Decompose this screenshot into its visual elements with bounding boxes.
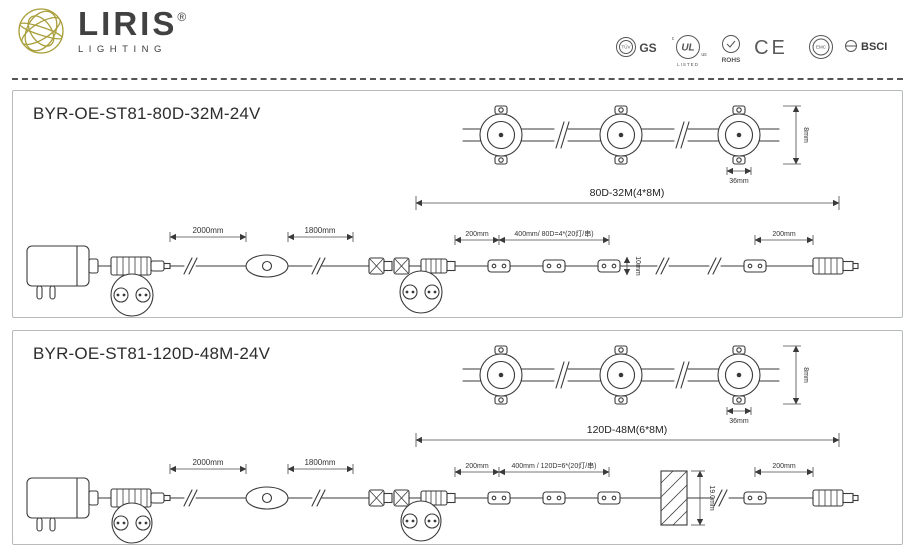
quick-connector-pair	[368, 257, 456, 275]
dim-200-right-label: 200mm	[772, 231, 796, 238]
strip-module	[542, 259, 566, 273]
connector-detail-b	[399, 270, 443, 314]
round-led-module	[599, 105, 643, 165]
connector-detail-a	[110, 273, 154, 317]
span-label: 120D-48M(6*8M)	[587, 424, 668, 436]
brand-tagline: LIGHTING	[78, 43, 167, 55]
dim-1800-label: 1800mm	[304, 226, 335, 235]
certification-badges: TÜV GS UL c us LISTED ROHS CE	[613, 28, 905, 79]
dim-200-right-label: 200mm	[772, 463, 796, 470]
dc-connector	[110, 488, 171, 508]
dim-2000-label: 2000mm	[192, 226, 223, 235]
strip-height-label: 10mm	[634, 256, 641, 276]
module-width-label: 36mm	[729, 178, 749, 185]
strip-module	[487, 259, 511, 273]
header-divider	[12, 78, 903, 80]
cable-1800: 1800mm	[287, 226, 370, 275]
gs-label: GS	[639, 41, 656, 55]
dim-200-left: 200mm	[454, 463, 500, 477]
strip-module	[487, 491, 511, 505]
ul-us-mark: us	[701, 52, 707, 58]
span-label: 80D-32M(4*8M)	[590, 187, 665, 199]
module-height-label: 8mm	[802, 367, 809, 383]
ul-label: UL	[681, 43, 694, 54]
dim-1800-label: 1800mm	[304, 458, 335, 467]
dim-200-right: 200mm	[754, 463, 814, 477]
logo-text: LIRIS® LIGHTING	[78, 5, 187, 55]
module-width-dimension: 36mm	[726, 167, 752, 185]
power-plug	[26, 477, 112, 532]
rohs-label: ROHS	[722, 57, 741, 64]
inline-controller	[245, 254, 289, 278]
cable-2000: 2000mm	[169, 226, 247, 275]
strip-module	[542, 491, 566, 505]
ce-label: CE	[754, 37, 788, 59]
round-led-module	[479, 345, 523, 405]
connector-detail-b	[400, 500, 442, 542]
round-led-module	[717, 345, 761, 405]
channel-cross-section: 19.0mm	[660, 470, 715, 526]
ul-listed-caption: LISTED	[677, 62, 699, 67]
cert-ul-badge: UL c us LISTED	[672, 35, 707, 67]
brand-word: LIRIS	[78, 5, 178, 43]
strip-module	[743, 259, 767, 273]
connector-detail-a	[111, 502, 153, 544]
page-header: LIRIS® LIGHTING TÜV GS UL c us LISTED	[0, 0, 915, 76]
cable-1800: 1800mm	[287, 458, 370, 507]
product-title-80d: BYR-OE-ST81-80D-32M-24V	[33, 104, 261, 123]
emc-label: EMC	[816, 45, 827, 50]
brand-name: LIRIS®	[78, 5, 187, 43]
led-run: 200mm 400mm/ 80D=4*(20灯/串) 10mm 200mm	[454, 229, 814, 276]
product-title-120d: BYR-OE-ST81-120D-48M-24V	[33, 344, 271, 363]
module-width-dimension: 36mm	[726, 407, 752, 425]
dc-connector	[110, 256, 171, 276]
led-module-strip: 8mm 36mm	[462, 345, 809, 425]
strip-module	[597, 259, 621, 273]
tuv-seal-label: TÜV	[622, 44, 631, 50]
strip-height-label: 19.0mm	[708, 485, 715, 510]
product-panel-80d: BYR-OE-ST81-80D-32M-24V	[12, 90, 903, 318]
dim-200-left-label: 200mm	[465, 231, 489, 238]
spiral-logo-icon	[18, 8, 64, 54]
inline-controller	[245, 486, 289, 510]
overall-span-dimension: 80D-32M(4*8M)	[415, 187, 840, 210]
end-cap-connector	[812, 257, 859, 275]
power-plug	[26, 245, 112, 300]
dim-200-right: 200mm	[754, 231, 814, 245]
strip-height-dimension: 10mm	[623, 256, 641, 276]
cert-ce-badge: CE	[754, 37, 788, 59]
product-panel-120d: BYR-OE-ST81-120D-48M-24V	[12, 330, 903, 545]
module-height-label: 8mm	[802, 127, 809, 143]
dim-200-left-label: 200mm	[465, 463, 489, 470]
round-led-module	[717, 105, 761, 165]
led-run: 19.0mm 200mm 400mm / 120D=6*(20灯/串)	[454, 461, 814, 526]
cert-rohs-badge: ROHS	[722, 35, 741, 64]
round-led-module	[599, 345, 643, 405]
cert-bsci-badge: BSCI	[845, 40, 887, 53]
end-cap-connector	[812, 489, 859, 507]
strip-module	[597, 491, 621, 505]
dim-400-label: 400mm / 120D=6*(20灯/串)	[511, 461, 596, 470]
overall-span-dimension: 120D-48M(6*8M)	[415, 424, 840, 447]
module-height-dimension: 8mm	[783, 345, 809, 405]
module-width-label: 36mm	[729, 418, 749, 425]
strip-module	[743, 491, 767, 505]
bsci-label: BSCI	[861, 41, 887, 53]
round-led-module	[479, 105, 523, 165]
ul-c-mark: c	[672, 36, 675, 42]
dim-200-left: 200mm	[454, 231, 500, 245]
cable-2000: 2000mm	[169, 458, 247, 507]
cert-emc-badge: EMC	[809, 35, 833, 59]
led-module-strip: 8mm 36mm	[462, 105, 809, 185]
registered-trademark: ®	[177, 10, 187, 25]
dim-400: 400mm/ 80D=4*(20灯/串)	[498, 229, 610, 245]
dim-2000-label: 2000mm	[192, 458, 223, 467]
module-height-dimension: 8mm	[783, 105, 809, 165]
dim-400: 400mm / 120D=6*(20灯/串)	[498, 461, 610, 477]
cert-tuv-gs-badge: TÜV GS	[616, 37, 657, 57]
brand-logo: LIRIS® LIGHTING	[16, 6, 186, 56]
dim-400-label: 400mm/ 80D=4*(20灯/串)	[514, 229, 593, 238]
